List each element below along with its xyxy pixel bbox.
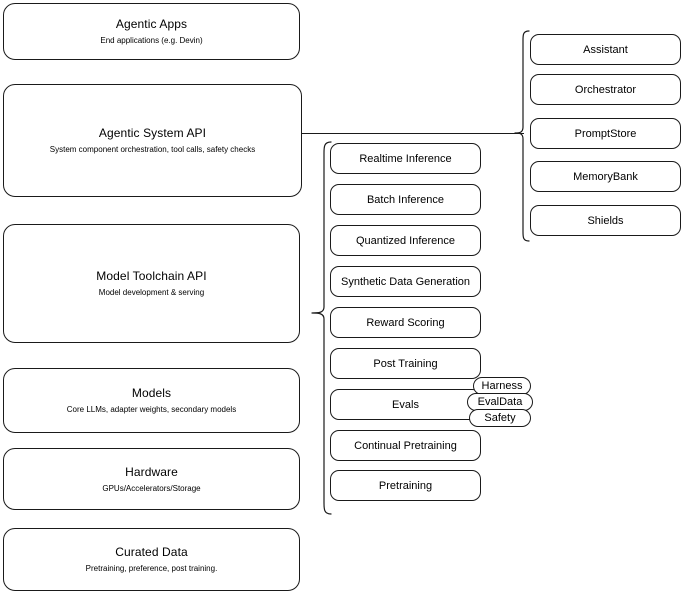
toolchain-item-label: Synthetic Data Generation	[340, 275, 471, 288]
layer-title: Hardware	[125, 464, 178, 479]
eval-badge-label: Safety	[484, 411, 516, 424]
eval-badge-label: EvalData	[477, 395, 523, 408]
toolchain-item-continual-pretraining[interactable]: Continual Pretraining	[330, 430, 481, 461]
layer-title: Curated Data	[115, 545, 188, 559]
toolchain-item-realtime-inference[interactable]: Realtime Inference	[330, 143, 481, 174]
layer-subtitle: System component orchestration, tool cal…	[49, 145, 256, 154]
toolchain-item-pretraining[interactable]: Pretraining	[330, 470, 481, 501]
layer-subtitle: GPUs/Accelerators/Storage	[102, 483, 201, 493]
layer-subtitle: End applications (e.g. Devin)	[100, 36, 203, 45]
layer-subtitle: Model development & serving	[98, 288, 205, 297]
toolchain-item-synthetic-data-generation[interactable]: Synthetic Data Generation	[330, 266, 481, 297]
layer-subtitle: Pretraining, preference, post training.	[85, 564, 218, 573]
layer-title: Agentic Apps	[115, 17, 188, 31]
brace-agentic-system-components	[514, 30, 530, 242]
toolchain-item-label: Evals	[392, 398, 419, 411]
toolchain-item-label: Reward Scoring	[366, 316, 445, 329]
system-item-shields[interactable]: Shields	[530, 205, 681, 236]
system-item-assistant[interactable]: Assistant	[530, 34, 681, 65]
toolchain-item-post-training[interactable]: Post Training	[330, 348, 481, 379]
system-item-promptstore[interactable]: PromptStore	[530, 118, 681, 149]
brace-model-toolchain	[306, 141, 332, 515]
connector-system-api-to-components	[302, 133, 524, 134]
layer-subtitle: Core LLMs, adapter weights, secondary mo…	[66, 405, 237, 414]
layer-title: Model Toolchain API	[96, 269, 207, 283]
toolchain-item-label: Quantized Inference	[355, 234, 456, 247]
layer-box-curated-data[interactable]: Curated Data Pretraining, preference, po…	[3, 528, 300, 591]
eval-badge-label: Harness	[481, 379, 523, 392]
toolchain-item-label: Continual Pretraining	[354, 439, 457, 452]
toolchain-item-label: Batch Inference	[366, 193, 445, 206]
system-item-label: PromptStore	[574, 127, 637, 140]
system-item-label: Shields	[587, 214, 624, 227]
toolchain-item-label: Realtime Inference	[359, 152, 452, 165]
system-item-orchestrator[interactable]: Orchestrator	[530, 74, 681, 105]
layer-box-models[interactable]: Models Core LLMs, adapter weights, secon…	[3, 368, 300, 433]
layer-title: Agentic System API	[98, 126, 207, 140]
system-item-label: MemoryBank	[573, 170, 638, 183]
toolchain-item-quantized-inference[interactable]: Quantized Inference	[330, 225, 481, 256]
system-item-memorybank[interactable]: MemoryBank	[530, 161, 681, 192]
system-item-label: Orchestrator	[574, 83, 637, 96]
toolchain-item-reward-scoring[interactable]: Reward Scoring	[330, 307, 481, 338]
layer-box-model-toolchain-api[interactable]: Model Toolchain API Model development & …	[3, 224, 300, 343]
layer-box-hardware[interactable]: Hardware GPUs/Accelerators/Storage	[3, 448, 300, 510]
toolchain-item-label: Pretraining	[378, 479, 433, 492]
eval-badge-safety[interactable]: Safety	[469, 409, 531, 427]
layer-box-agentic-system-api[interactable]: Agentic System API System component orch…	[3, 84, 302, 197]
layer-box-agentic-apps[interactable]: Agentic Apps End applications (e.g. Devi…	[3, 3, 300, 60]
toolchain-item-label: Post Training	[373, 357, 438, 370]
layer-title: Models	[131, 386, 172, 400]
toolchain-item-batch-inference[interactable]: Batch Inference	[330, 184, 481, 215]
eval-badge-evaldata[interactable]: EvalData	[467, 393, 533, 411]
system-item-label: Assistant	[583, 43, 628, 56]
toolchain-item-evals[interactable]: Evals	[330, 389, 481, 420]
